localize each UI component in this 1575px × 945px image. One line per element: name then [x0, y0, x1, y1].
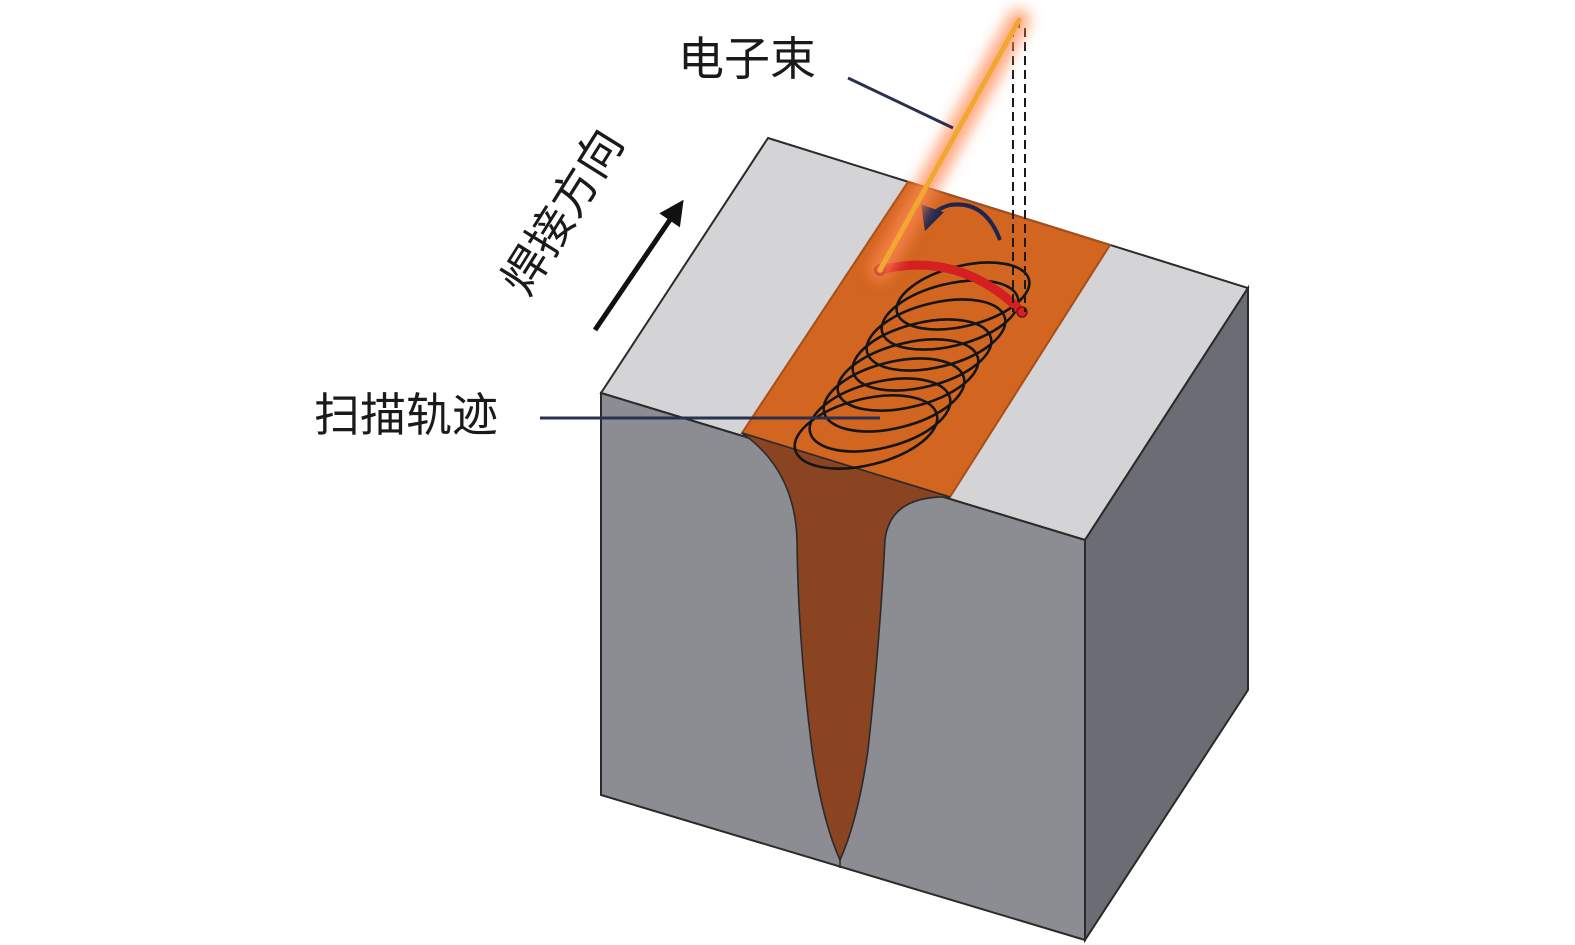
block-side-face	[1084, 284, 1249, 944]
electron-beam-label: 电子束	[678, 32, 816, 86]
scan-arc-red	[875, 260, 1027, 317]
curved-arrow-counterclockwise-icon	[921, 202, 1002, 241]
electron-beam	[877, 17, 1022, 273]
weld-pool-section	[741, 432, 951, 862]
beam-leader-line	[847, 76, 954, 130]
scan-trajectory-label: 扫描轨迹	[314, 388, 498, 442]
arrow-up-right-icon	[592, 199, 684, 332]
